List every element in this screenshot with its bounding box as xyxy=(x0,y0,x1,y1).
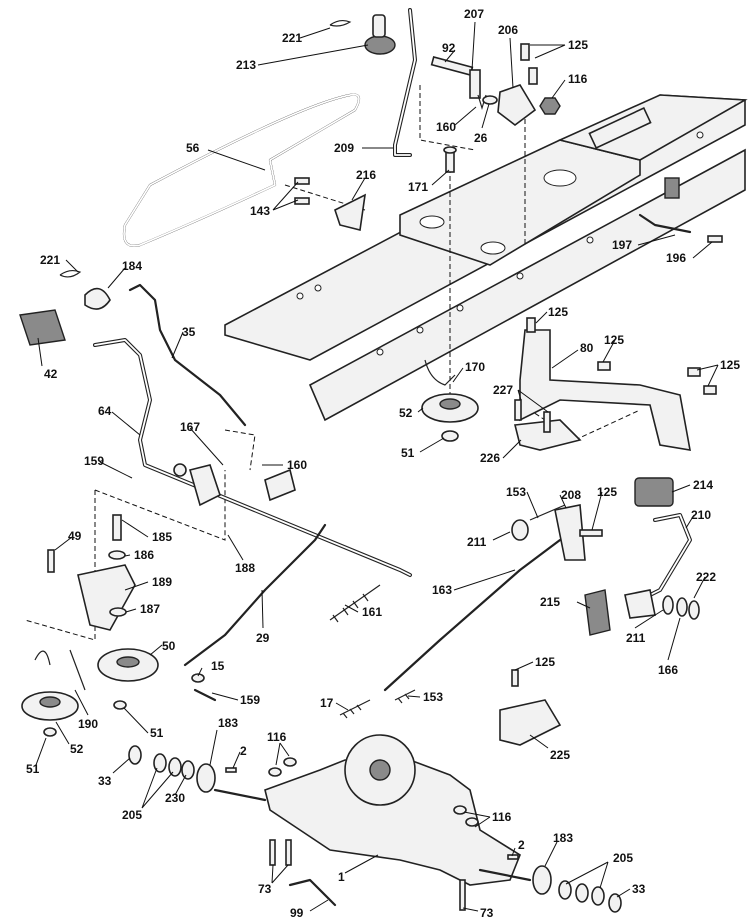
callout: 2 xyxy=(240,744,247,758)
callout: 64 xyxy=(98,404,112,418)
rod-29-group xyxy=(183,523,381,702)
callout: 80 xyxy=(580,341,594,355)
callout: 225 xyxy=(550,748,570,762)
callout: 187 xyxy=(140,602,160,616)
callout: 116 xyxy=(267,730,287,744)
callout: 163 xyxy=(432,583,452,597)
callout: 49 xyxy=(68,529,82,543)
callout: 186 xyxy=(134,548,154,562)
callout: 33 xyxy=(98,774,112,788)
callout: 161 xyxy=(362,605,382,619)
spring-17 xyxy=(339,699,371,719)
callout: 221 xyxy=(40,253,60,267)
spring-153 xyxy=(394,689,416,704)
shift-lever-assembly xyxy=(329,8,417,157)
callout: 211 xyxy=(467,535,487,549)
bracket-80-group xyxy=(514,317,717,451)
callout: 170 xyxy=(465,360,485,374)
callout: 171 xyxy=(408,180,428,194)
callout: 226 xyxy=(480,451,500,465)
callout: 222 xyxy=(696,570,716,584)
callout: 185 xyxy=(152,530,172,544)
callout: 221 xyxy=(282,31,302,45)
callout: 125 xyxy=(720,358,740,372)
callout: 143 xyxy=(250,204,270,218)
callout: 56 xyxy=(186,141,200,155)
callout: 125 xyxy=(597,485,617,499)
callout: 210 xyxy=(691,508,711,522)
callout: 190 xyxy=(78,717,98,731)
pedal-assembly xyxy=(383,477,700,692)
callout: 153 xyxy=(423,690,443,704)
callout: 184 xyxy=(122,259,142,273)
callout: 51 xyxy=(26,762,40,776)
callout: 216 xyxy=(356,168,376,182)
callout: 125 xyxy=(535,655,555,669)
callout: 230 xyxy=(165,791,185,805)
bracket-216-group xyxy=(294,146,457,231)
lift-handle-parts xyxy=(19,269,111,346)
callout: 208 xyxy=(561,488,581,502)
callout: 1 xyxy=(338,870,345,884)
assembly-guides xyxy=(24,85,641,641)
callout: 213 xyxy=(236,58,256,72)
callout: 73 xyxy=(480,906,494,917)
callout: 73 xyxy=(258,882,272,896)
callout: 167 xyxy=(180,420,200,434)
callout: 52 xyxy=(399,406,413,420)
callout: 2 xyxy=(518,838,525,852)
callout: 160 xyxy=(287,458,307,472)
callout: 125 xyxy=(548,305,568,319)
callout: 17 xyxy=(320,696,334,710)
callout: 15 xyxy=(211,659,225,673)
callout: 211 xyxy=(626,631,646,645)
pivot-bracket-parts xyxy=(430,43,561,127)
callout: 29 xyxy=(256,631,270,645)
callout: 215 xyxy=(540,595,560,609)
callout: 189 xyxy=(152,575,172,589)
callout: 159 xyxy=(84,454,104,468)
callout: 205 xyxy=(122,808,142,822)
callout: 207 xyxy=(464,7,484,21)
callout-labels: 221 213 207 206 125 92 116 160 26 56 209… xyxy=(26,7,740,917)
callout: 227 xyxy=(493,383,513,397)
callout: 153 xyxy=(506,485,526,499)
frame-assembly xyxy=(224,94,748,422)
callout: 51 xyxy=(401,446,415,460)
callout: 183 xyxy=(553,831,573,845)
callout: 116 xyxy=(568,72,588,86)
callout: 209 xyxy=(334,141,354,155)
transaxle-assembly xyxy=(128,734,622,913)
idler-pulley-upper xyxy=(421,359,479,442)
callout: 159 xyxy=(240,693,260,707)
callout: 52 xyxy=(70,742,84,756)
callout: 205 xyxy=(613,851,633,865)
drive-belt xyxy=(122,93,361,247)
callout: 50 xyxy=(162,639,176,653)
callout: 125 xyxy=(568,38,588,52)
callout: 33 xyxy=(632,882,646,896)
leader-lines xyxy=(35,21,719,912)
callout: 51 xyxy=(150,726,164,740)
rod-197-group xyxy=(638,213,723,243)
callout: 183 xyxy=(218,716,238,730)
callout: 125 xyxy=(604,333,624,347)
callout: 166 xyxy=(658,663,678,677)
callout: 35 xyxy=(182,325,196,339)
callout: 99 xyxy=(290,906,304,917)
callout: 197 xyxy=(612,238,632,252)
callout: 196 xyxy=(666,251,686,265)
callout: 160 xyxy=(436,120,456,134)
callout: 42 xyxy=(44,367,58,381)
plate-225-group xyxy=(499,669,562,746)
callout: 214 xyxy=(693,478,713,492)
callout: 26 xyxy=(474,131,488,145)
callout: 188 xyxy=(235,561,255,575)
idler-arm-assembly xyxy=(21,514,159,737)
lift-shaft-assembly xyxy=(93,283,412,577)
callout: 116 xyxy=(492,810,512,824)
callout: 206 xyxy=(498,23,518,37)
callout: 92 xyxy=(442,41,456,55)
